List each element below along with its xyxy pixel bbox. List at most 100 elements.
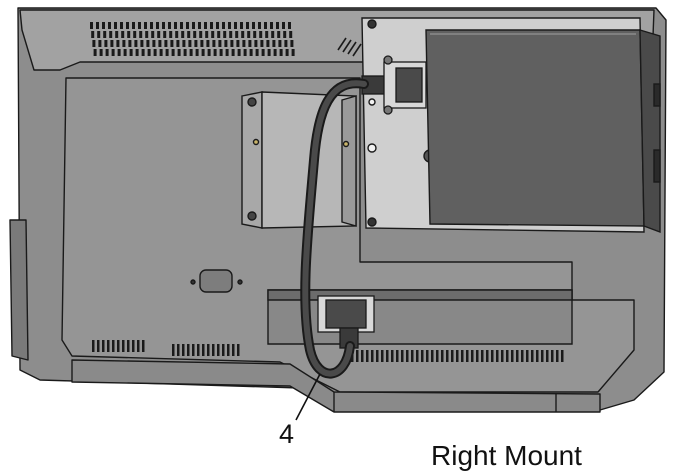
vent-slot xyxy=(171,49,175,56)
vent-slot xyxy=(183,49,187,56)
bracket-left-flange xyxy=(241,91,263,229)
vent-slot xyxy=(140,40,144,47)
vesa-bracket xyxy=(241,91,357,229)
vent-slot xyxy=(169,31,173,38)
vent-slot xyxy=(132,340,135,352)
vent-slot xyxy=(446,350,449,362)
vent-slot xyxy=(122,340,125,352)
vent-slot xyxy=(177,49,181,56)
vent-slot xyxy=(461,350,464,362)
vent-slot xyxy=(436,350,439,362)
vent-slot xyxy=(117,49,121,56)
vent-slot xyxy=(176,40,180,47)
vent-slot xyxy=(254,40,258,47)
vent-slot xyxy=(211,31,215,38)
vent-slot xyxy=(283,31,287,38)
vent-slot xyxy=(237,49,241,56)
vent-slot xyxy=(144,22,147,29)
vent-slot xyxy=(471,350,474,362)
vent-slot xyxy=(526,350,529,362)
vent-slot xyxy=(126,22,129,29)
vent-slot xyxy=(110,40,114,47)
vent-slot xyxy=(516,350,519,362)
vent-slot xyxy=(285,49,289,56)
vent-slot xyxy=(396,350,399,362)
vent-slot xyxy=(180,22,183,29)
vent-slot xyxy=(193,31,197,38)
vent-slot xyxy=(164,40,168,47)
vent-slot xyxy=(511,350,514,362)
vent-slot xyxy=(182,344,185,356)
vent-slot xyxy=(129,49,133,56)
vent-slot xyxy=(96,22,99,29)
vent-slot xyxy=(265,31,269,38)
vent-slot xyxy=(153,49,157,56)
housing-bottom-lip xyxy=(71,359,601,413)
vent-slot xyxy=(120,22,123,29)
vent-slot xyxy=(151,31,155,38)
vent-slot xyxy=(451,350,454,362)
vent-slot xyxy=(391,350,394,362)
vent-slot xyxy=(103,31,107,38)
vent-slot xyxy=(102,22,105,29)
vent-slot xyxy=(426,350,429,362)
vent-slot xyxy=(212,40,216,47)
vent-slot xyxy=(162,22,165,29)
vent-slot xyxy=(421,350,424,362)
vent-slot xyxy=(401,350,404,362)
vent-slot xyxy=(135,49,139,56)
vent-slot xyxy=(145,31,149,38)
vent-slot xyxy=(172,344,175,356)
vent-slot xyxy=(159,49,163,56)
vent-slot xyxy=(123,49,127,56)
vent-slot xyxy=(230,40,234,47)
vent-slot xyxy=(102,340,105,352)
bottom-vga-connector xyxy=(317,295,375,349)
vent-slot xyxy=(271,31,275,38)
vent-slot xyxy=(371,350,374,362)
vent-slot xyxy=(127,31,131,38)
vent-slot xyxy=(481,350,484,362)
vent-slot xyxy=(431,350,434,362)
vent-slot xyxy=(228,22,231,29)
vent-slot xyxy=(531,350,534,362)
vent-slot xyxy=(551,350,554,362)
bracket-screw xyxy=(247,97,257,107)
vent-slot xyxy=(202,344,205,356)
vent-slot xyxy=(174,22,177,29)
vent-slot xyxy=(217,31,221,38)
vent-slot xyxy=(259,31,263,38)
bracket-pin xyxy=(342,140,350,148)
vent-slot xyxy=(157,31,161,38)
vent-slot xyxy=(258,22,261,29)
vent-slot xyxy=(277,31,281,38)
vent-slot xyxy=(240,22,243,29)
vent-slot xyxy=(109,31,113,38)
vent-slot xyxy=(236,40,240,47)
vent-slot xyxy=(189,49,193,56)
vent-slot xyxy=(122,40,126,47)
vent-slot xyxy=(222,22,225,29)
vent-slot xyxy=(90,22,93,29)
vent-slot xyxy=(288,22,291,29)
vent-slot xyxy=(260,40,264,47)
vent-slot xyxy=(284,40,288,47)
vent-slot xyxy=(290,40,294,47)
vent-slot xyxy=(561,350,564,362)
vent-slot xyxy=(291,49,295,56)
vent-slot xyxy=(376,350,379,362)
vent-slot xyxy=(556,350,559,362)
vent-slot xyxy=(278,40,282,47)
vent-slot xyxy=(272,40,276,47)
vent-slot xyxy=(107,340,110,352)
vent-slot xyxy=(289,31,293,38)
vent-slot xyxy=(147,49,151,56)
vent-slot xyxy=(416,350,419,362)
vent-slot xyxy=(406,350,409,362)
vent-slot xyxy=(97,340,100,352)
vent-slot xyxy=(112,340,115,352)
vent-slot xyxy=(241,31,245,38)
callout-leader-line xyxy=(295,373,321,421)
vent-slot xyxy=(200,40,204,47)
